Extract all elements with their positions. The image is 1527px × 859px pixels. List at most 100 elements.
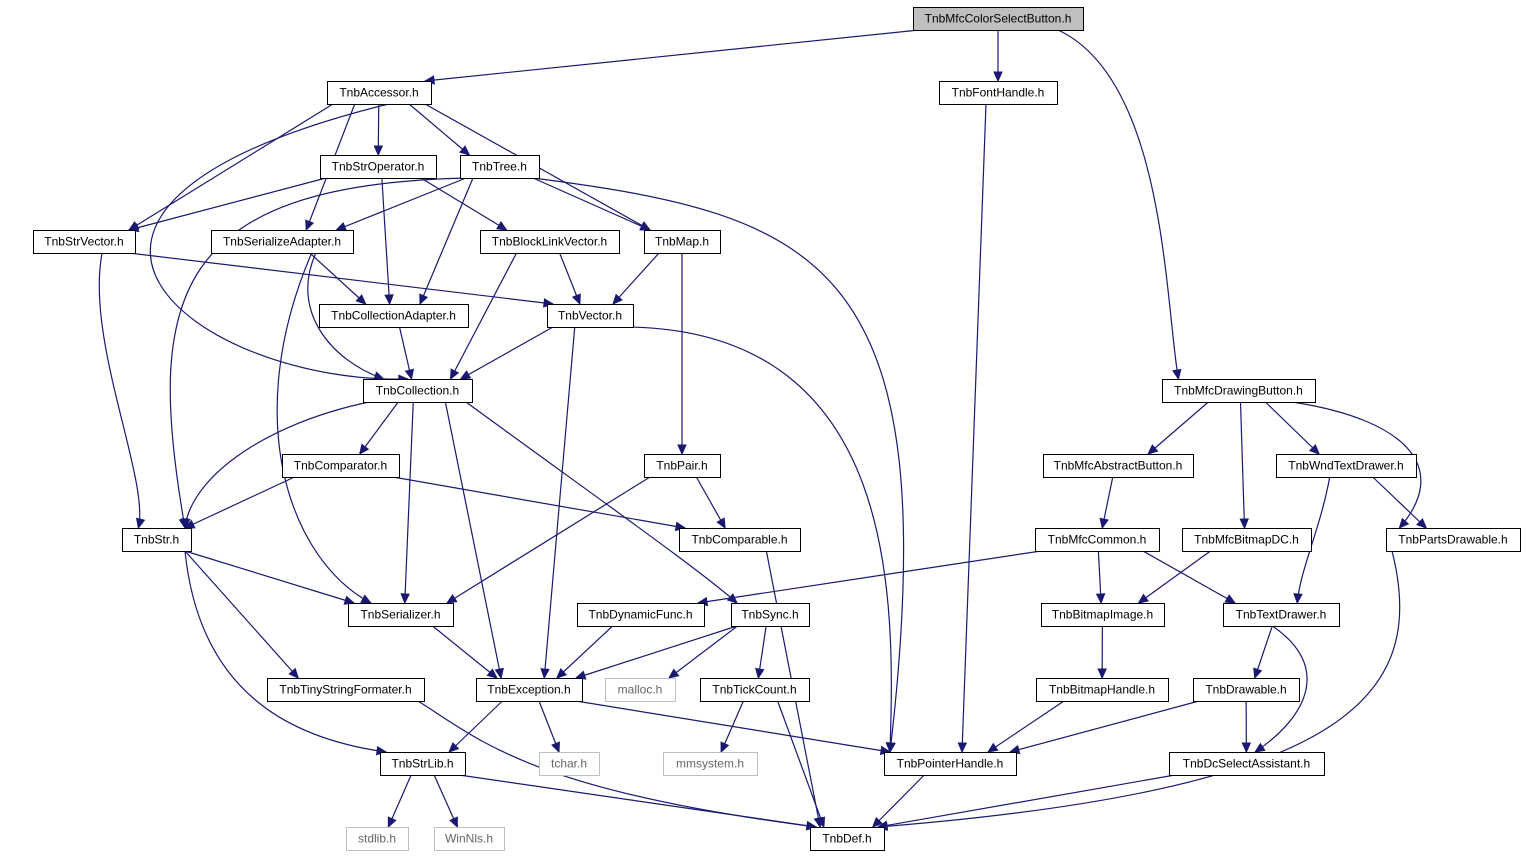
edge-arrowhead (571, 293, 581, 306)
node-box (1036, 678, 1169, 702)
node-label: TnbComparator.h (294, 459, 387, 473)
node-label: TnbPartsDrawable.h (1398, 533, 1507, 547)
node-tick-count[interactable]: TnbTickCount.h (700, 678, 810, 702)
node-box (644, 230, 721, 254)
edge-serializer-to-exception (432, 625, 498, 679)
node-mfc-drawing-button[interactable]: TnbMfcDrawingButton.h (1162, 379, 1316, 403)
node-box (122, 528, 192, 552)
node-sync[interactable]: TnbSync.h (731, 603, 810, 627)
edge-str-to-str-lib (184, 550, 387, 753)
node-collection[interactable]: TnbCollection.h (363, 379, 473, 403)
node-pair[interactable]: TnbPair.h (644, 454, 721, 478)
edge-comparator-to-comparable (392, 476, 686, 529)
node-box (1276, 454, 1417, 478)
edge-arrowhead (555, 668, 568, 679)
node-winnls: WinNls.h (434, 827, 505, 851)
edge-arrowhead (1137, 593, 1149, 604)
node-tiny-string-formater[interactable]: TnbTinyStringFormater.h (267, 678, 425, 702)
node-bitmap-image[interactable]: TnbBitmapImage.h (1041, 603, 1165, 627)
node-collection-adapter[interactable]: TnbCollectionAdapter.h (319, 304, 469, 328)
node-box (476, 678, 583, 702)
edge-serialize-adapter-to-collection-adapter (309, 252, 367, 305)
node-serialize-adapter[interactable]: TnbSerializeAdapter.h (211, 230, 354, 254)
edge-arrowhead (871, 816, 883, 828)
edge-str-to-tiny-string-formater (184, 550, 299, 679)
edge-mfc-drawing-button-to-wnd-text-drawer (1264, 401, 1320, 455)
edge-collection-to-sync (465, 401, 738, 604)
node-mfc-common[interactable]: TnbMfcCommon.h (1035, 528, 1160, 552)
node-vector[interactable]: TnbVector.h (547, 304, 634, 328)
node-label: TnbPair.h (656, 459, 707, 473)
edge-str-vector-to-str (98, 252, 141, 529)
node-comparable[interactable]: TnbComparable.h (679, 528, 801, 552)
node-str-lib[interactable]: TnbStrLib.h (380, 752, 466, 776)
edge-arrowhead (1224, 594, 1237, 604)
node-color-select-button[interactable]: TnbMfcColorSelectButton.h (913, 7, 1084, 31)
node-drawable[interactable]: TnbDrawable.h (1193, 678, 1300, 702)
node-dynamic-func[interactable]: TnbDynamicFunc.h (577, 603, 705, 627)
edge-arrowhead (716, 517, 726, 530)
node-label: stdlib.h (358, 832, 396, 846)
node-wnd-text-drawer[interactable]: TnbWndTextDrawer.h (1276, 454, 1417, 478)
node-box (810, 827, 885, 851)
node-map[interactable]: TnbMap.h (644, 230, 721, 254)
node-label: TnbStrOperator.h (332, 160, 425, 174)
node-label: TnbSerializeAdapter.h (223, 235, 341, 249)
edge-arrowhead (1097, 668, 1107, 680)
node-str-operator[interactable]: TnbStrOperator.h (320, 155, 437, 179)
edge-arrowhead (726, 593, 738, 604)
node-serializer[interactable]: TnbSerializer.h (348, 603, 454, 627)
edge-arrowhead (986, 742, 999, 753)
edge-arrowhead (288, 667, 300, 679)
node-label: TnbDrawable.h (1205, 683, 1286, 697)
node-box (731, 603, 810, 627)
node-label: TnbDynamicFunc.h (588, 608, 692, 622)
node-exception[interactable]: TnbException.h (476, 678, 583, 702)
node-label: TnbCollection.h (376, 384, 459, 398)
edge-arrowhead (373, 371, 385, 381)
node-bitmap-handle[interactable]: TnbBitmapHandle.h (1036, 678, 1169, 702)
node-label: WinNls.h (445, 832, 493, 846)
node-box (547, 304, 634, 328)
edge-arrowhead (1147, 444, 1159, 455)
node-def[interactable]: TnbDef.h (810, 827, 885, 851)
edge-arrowhead (496, 220, 508, 231)
node-str-vector[interactable]: TnbStrVector.h (33, 230, 136, 254)
node-parts-drawable[interactable]: TnbPartsDrawable.h (1386, 528, 1521, 552)
node-comparator[interactable]: TnbComparator.h (282, 454, 400, 478)
node-mfc-abstract-button[interactable]: TnbMfcAbstractButton.h (1043, 454, 1194, 478)
node-box (913, 7, 1084, 31)
node-font-handle[interactable]: TnbFontHandle.h (939, 81, 1058, 105)
node-label: TnbBlockLinkVector.h (492, 235, 607, 249)
node-box (1169, 752, 1325, 776)
edge-arrowhead (720, 741, 730, 754)
edge-arrowhead (419, 293, 429, 306)
edge-pair-to-serializer (446, 476, 651, 604)
edge-arrowhead (668, 668, 680, 679)
node-label: TnbAccessor.h (339, 86, 418, 100)
edge-color-select-button-to-mfc-drawing-button (1057, 29, 1179, 380)
node-label: TnbVector.h (558, 309, 622, 323)
node-accessor[interactable]: TnbAccessor.h (327, 81, 432, 105)
node-box (1162, 379, 1316, 403)
edge-arrowhead (335, 222, 347, 231)
edge-vector-to-exception (543, 326, 576, 679)
edge-collection-to-exception (444, 401, 502, 679)
node-label: TnbBitmapHandle.h (1049, 683, 1155, 697)
node-tree[interactable]: TnbTree.h (460, 155, 540, 179)
edge-arrowhead (540, 668, 550, 680)
node-str[interactable]: TnbStr.h (122, 528, 192, 552)
node-mfc-bitmap-dc[interactable]: TnbMfcBitmapDC.h (1182, 528, 1312, 552)
edge-arrowhead (1416, 517, 1428, 529)
node-block-link-vector[interactable]: TnbBlockLinkVector.h (480, 230, 620, 254)
edge-arrowhead (755, 667, 765, 680)
edge-arrowhead (360, 594, 372, 604)
edge-arrowhead (404, 368, 415, 381)
node-dc-select-assistant[interactable]: TnbDcSelectAssistant.h (1169, 752, 1325, 776)
node-box (1035, 528, 1160, 552)
edge-arrowhead (183, 519, 196, 529)
node-pointer-handle[interactable]: TnbPointerHandle.h (884, 752, 1017, 776)
node-label: TnbDcSelectAssistant.h (1183, 757, 1310, 771)
node-text-drawer[interactable]: TnbTextDrawer.h (1223, 603, 1340, 627)
